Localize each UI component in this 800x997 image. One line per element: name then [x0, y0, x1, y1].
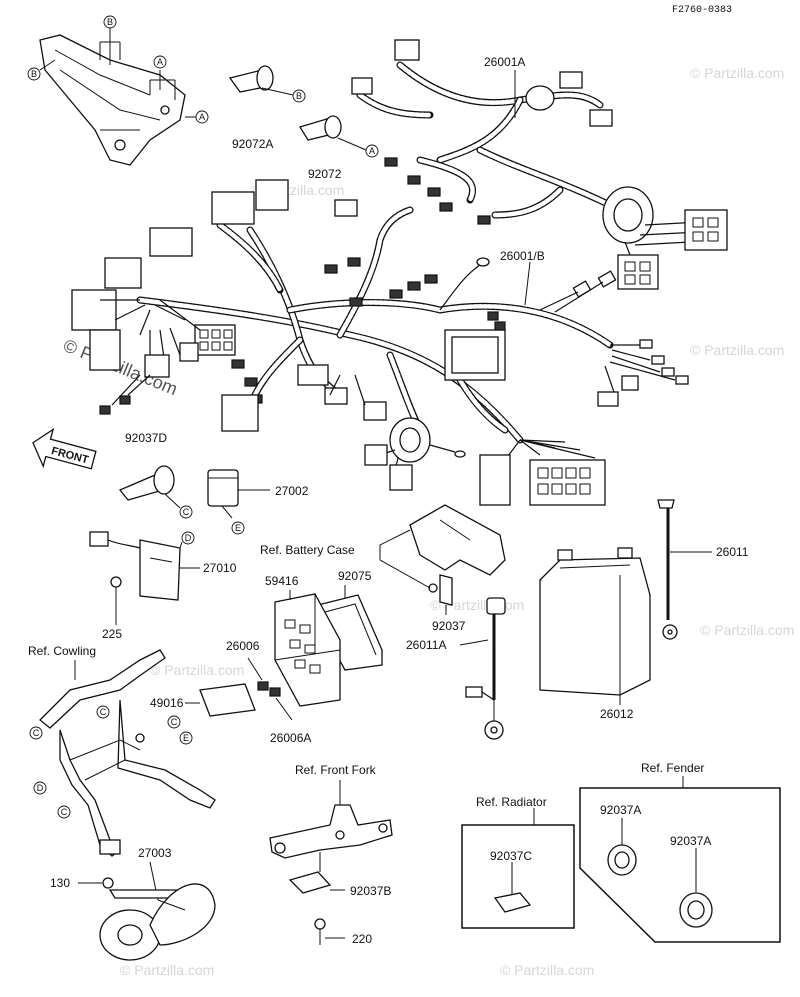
clamp-92037D — [118, 465, 181, 509]
part-label-225: 225 — [102, 627, 122, 641]
watermark: © Partzilla.com — [690, 65, 784, 81]
harness-26001A — [351, 39, 728, 290]
callout-letter: A — [157, 57, 163, 67]
callout-letter: D — [185, 533, 192, 543]
part-label-26011: 26011 — [716, 545, 749, 559]
part-27010 — [89, 531, 200, 625]
part-label-220: 220 — [352, 932, 372, 946]
part-label-92037: 92037 — [432, 619, 466, 633]
callout-d — [181, 531, 195, 545]
frame-thumbnail — [39, 28, 196, 166]
fuse-box-59416 — [274, 590, 341, 707]
callout-d — [33, 781, 47, 795]
battery-case-bracket — [379, 504, 506, 615]
watermark: © Partzilla.com — [120, 962, 214, 978]
front-direction-arrow: FRONT — [32, 428, 97, 470]
part-label-92072: 92072 — [308, 167, 342, 181]
callout-letter: C — [183, 507, 190, 517]
relay-27002 — [207, 469, 270, 519]
callout-b — [292, 89, 306, 103]
callout-a — [195, 110, 209, 124]
front-fork-bracket — [269, 780, 393, 945]
callout-letter: E — [235, 523, 241, 533]
part-label-27010: 27010 — [203, 561, 237, 575]
callout-letter: C — [61, 807, 68, 817]
ref-fender: Ref. Fender — [641, 761, 704, 775]
part-label-26012: 26012 — [600, 707, 634, 721]
callout-a — [365, 144, 379, 158]
watermark: © Partzilla.com — [690, 342, 784, 358]
callout-c — [29, 726, 43, 740]
part-label-92072A: 92072A — [232, 137, 273, 151]
part-label-130: 130 — [50, 876, 70, 890]
part-label-26006: 26006 — [226, 639, 260, 653]
watermark: © Partzilla.com — [500, 962, 594, 978]
callout-c — [96, 705, 110, 719]
harness-26001B — [71, 179, 689, 506]
part-label-27003: 27003 — [138, 846, 172, 860]
part-label-92037D: 92037D — [125, 431, 167, 445]
horn-27003 — [78, 861, 216, 961]
cover-49016 — [185, 683, 256, 717]
callout-c — [57, 805, 71, 819]
callout-letter: A — [369, 146, 375, 156]
drawing-code: F2760-0383 — [672, 5, 732, 16]
watermark: © Partzilla.com — [150, 662, 244, 678]
ref-battery-case: Ref. Battery Case — [260, 543, 355, 557]
battery-26012 — [539, 547, 651, 705]
part-label-26001B: 26001/B — [500, 249, 545, 263]
cowling-stay — [39, 649, 216, 857]
watermark: © Partzilla.com — [700, 622, 794, 638]
battery-cable-26011A — [465, 597, 506, 740]
clamp-92072 — [299, 115, 367, 151]
part-label-92075: 92075 — [338, 569, 372, 583]
ref-cowling: Ref. Cowling — [28, 644, 96, 658]
fender-box — [579, 776, 781, 943]
callout-letter: A — [199, 112, 205, 122]
part-label-92037B: 92037B — [350, 884, 391, 898]
callout-b — [103, 15, 117, 29]
fuse-26006 — [247, 657, 293, 721]
part-label-92037C: 92037C — [490, 849, 532, 863]
ref-front-fork: Ref. Front Fork — [295, 763, 377, 777]
part-label-26011A: 26011A — [406, 638, 446, 652]
part-label-27002: 27002 — [275, 484, 309, 498]
callout-b — [27, 67, 41, 81]
callout-e — [179, 731, 193, 745]
callout-letter: B — [107, 17, 113, 27]
clamp-92072A — [228, 65, 294, 96]
part-label-26001A: 26001A — [484, 55, 525, 69]
callout-c — [179, 505, 193, 519]
part-label-59416: 59416 — [265, 574, 299, 588]
callout-letter: C — [171, 717, 178, 727]
callout-letter: B — [296, 91, 302, 101]
ground-cable-26011 — [657, 499, 712, 640]
callout-letter: D — [37, 783, 44, 793]
callout-letter: C — [100, 707, 107, 717]
callout-e — [231, 521, 245, 535]
ref-radiator: Ref. Radiator — [476, 795, 547, 809]
radiator-box — [461, 808, 575, 929]
callout-c — [167, 715, 181, 729]
part-label-49016: 49016 — [150, 696, 184, 710]
part-label-92037A: 92037A — [600, 803, 641, 817]
callout-a — [153, 55, 167, 69]
callout-letter: E — [183, 733, 189, 743]
part-label-92037A: 92037A — [670, 834, 711, 848]
callout-letter: B — [31, 69, 37, 79]
part-label-26006A: 26006A — [270, 731, 311, 745]
callout-letter: C — [33, 728, 40, 738]
